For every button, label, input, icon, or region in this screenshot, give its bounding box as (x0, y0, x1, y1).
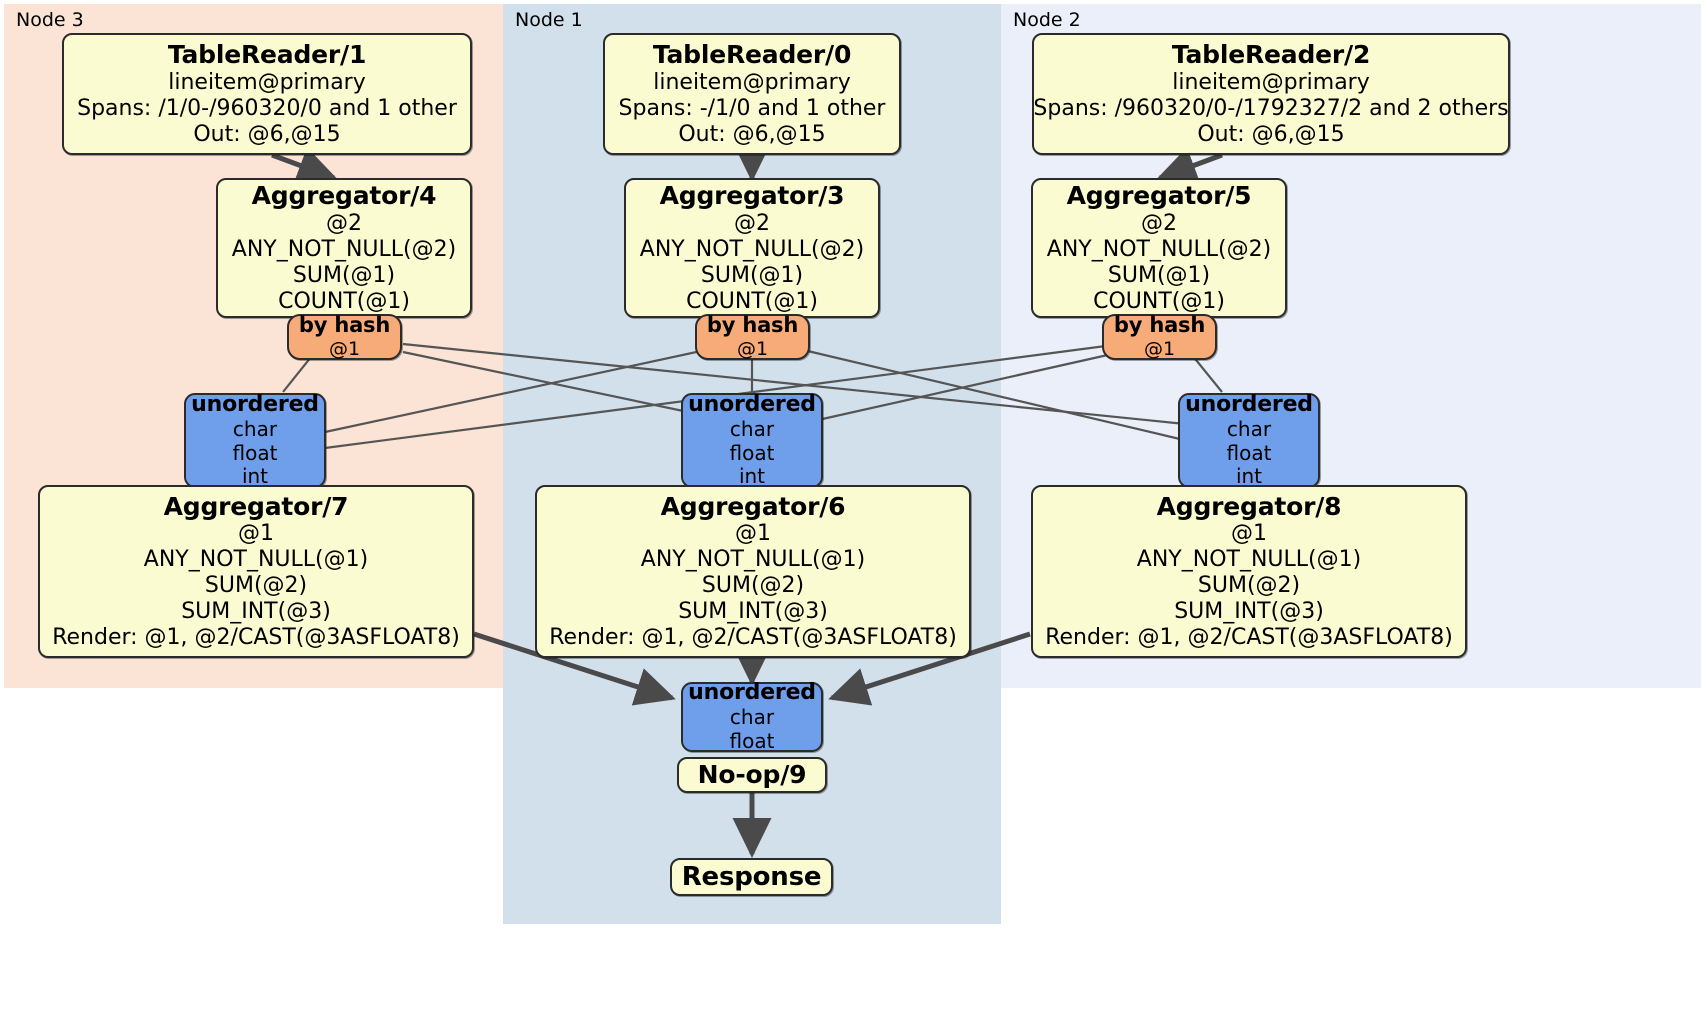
router-detail-line: @1 (736, 338, 769, 361)
node-panel-label: Node 3 (16, 9, 84, 31)
processor-detail-line: COUNT(@1) (686, 288, 818, 314)
processor-title: Response (681, 861, 822, 892)
processor-detail-line: ANY_NOT_NULL(@1) (143, 547, 369, 573)
processor-detail-line: @1 (1231, 521, 1267, 547)
processor-detail-line: SUM(@2) (701, 573, 805, 599)
processor-detail-line: Out: @6,@15 (193, 121, 341, 147)
router-detail-line: int (738, 464, 766, 489)
processor-detail-line: ANY_NOT_NULL(@2) (639, 236, 865, 262)
router-title: by hash (298, 313, 391, 338)
router-title: unordered (688, 680, 816, 706)
router-detail-line: @1 (328, 338, 361, 361)
processor-detail-line: @1 (238, 521, 274, 547)
processor-detail-line: SUM(@1) (292, 262, 396, 288)
processor-detail-line: @2 (1141, 210, 1177, 236)
router-title: by hash (1113, 313, 1206, 338)
router-detail-line: float (729, 728, 775, 753)
processor-aggregator-7[interactable]: Aggregator/7 @1 ANY_NOT_NULL(@1) SUM(@2)… (38, 485, 474, 658)
processor-detail-line: SUM(@1) (1107, 262, 1211, 288)
router-unordered-node3[interactable]: unordered char float int (184, 392, 326, 489)
processor-tablereader-0[interactable]: TableReader/0 lineitem@primary Spans: -/… (603, 33, 901, 155)
router-detail-line: float (232, 440, 278, 465)
router-detail-line: int (241, 464, 269, 489)
processor-detail-line: Out: @6,@15 (1197, 121, 1345, 147)
processor-title: Aggregator/3 (659, 181, 845, 211)
router-title: by hash (706, 313, 799, 338)
processor-detail-line: COUNT(@1) (278, 288, 410, 314)
router-detail-line: float (1226, 440, 1272, 465)
processor-detail-line: Out: @6,@15 (678, 121, 826, 147)
processor-aggregator-6[interactable]: Aggregator/6 @1 ANY_NOT_NULL(@1) SUM(@2)… (535, 485, 971, 658)
router-detail-line: float (729, 440, 775, 465)
processor-detail-line: Render: @1, @2/CAST(@3ASFLOAT8) (1045, 625, 1453, 651)
router-detail-line: @1 (1143, 338, 1176, 361)
processor-detail-line: SUM(@2) (204, 573, 308, 599)
router-title: unordered (1185, 392, 1313, 418)
processor-detail-line: ANY_NOT_NULL(@2) (1046, 236, 1272, 262)
router-title: unordered (688, 392, 816, 418)
processor-detail-line: ANY_NOT_NULL(@1) (1136, 547, 1362, 573)
router-detail-line: int (1235, 464, 1263, 489)
processor-detail-line: SUM(@1) (700, 262, 804, 288)
router-detail-line: char (232, 417, 278, 442)
processor-title: TableReader/0 (652, 40, 852, 70)
processor-title: TableReader/1 (167, 40, 367, 70)
router-by-hash-node2[interactable]: by hash @1 (1102, 313, 1217, 361)
processor-detail-line: @1 (735, 521, 771, 547)
router-detail-line: char (1226, 417, 1272, 442)
node-panel-label: Node 1 (515, 9, 583, 31)
processor-detail-line: lineitem@primary (653, 69, 851, 95)
processor-tablereader-1[interactable]: TableReader/1 lineitem@primary Spans: /1… (62, 33, 472, 155)
processor-detail-line: Spans: /960320/0-/1792327/2 and 2 others (1033, 95, 1509, 121)
processor-aggregator-8[interactable]: Aggregator/8 @1 ANY_NOT_NULL(@1) SUM(@2)… (1031, 485, 1467, 658)
router-detail-line: char (729, 417, 775, 442)
processor-title: No-op/9 (697, 760, 807, 790)
processor-detail-line: @2 (326, 210, 362, 236)
processor-response[interactable]: Response (670, 858, 833, 896)
processor-detail-line: @2 (734, 210, 770, 236)
processor-tablereader-2[interactable]: TableReader/2 lineitem@primary Spans: /9… (1032, 33, 1510, 155)
router-unordered-node1[interactable]: unordered char float int (681, 392, 823, 489)
router-detail-line: char (729, 705, 775, 730)
processor-detail-line: ANY_NOT_NULL(@1) (640, 547, 866, 573)
processor-title: Aggregator/8 (1156, 491, 1342, 521)
node-panel-label: Node 2 (1013, 9, 1081, 31)
processor-detail-line: ANY_NOT_NULL(@2) (231, 236, 457, 262)
router-unordered-final[interactable]: unordered char float (681, 680, 823, 753)
router-unordered-node2[interactable]: unordered char float int (1178, 392, 1320, 489)
router-by-hash-node3[interactable]: by hash @1 (287, 313, 402, 361)
processor-detail-line: SUM_INT(@3) (181, 599, 331, 625)
processor-detail-line: SUM_INT(@3) (678, 599, 828, 625)
processor-detail-line: Render: @1, @2/CAST(@3ASFLOAT8) (52, 625, 460, 651)
processor-title: Aggregator/6 (660, 491, 846, 521)
processor-aggregator-4[interactable]: Aggregator/4 @2 ANY_NOT_NULL(@2) SUM(@1)… (216, 178, 472, 318)
processor-detail-line: Spans: -/1/0 and 1 other (618, 95, 886, 121)
router-by-hash-node1[interactable]: by hash @1 (695, 313, 810, 361)
processor-title: Aggregator/4 (251, 181, 437, 211)
processor-aggregator-5[interactable]: Aggregator/5 @2 ANY_NOT_NULL(@2) SUM(@1)… (1031, 178, 1287, 318)
processor-title: Aggregator/5 (1066, 181, 1252, 211)
processor-title: TableReader/2 (1171, 40, 1371, 70)
router-title: unordered (191, 392, 319, 418)
processor-aggregator-3[interactable]: Aggregator/3 @2 ANY_NOT_NULL(@2) SUM(@1)… (624, 178, 880, 318)
processor-detail-line: Spans: /1/0-/960320/0 and 1 other (77, 95, 457, 121)
processor-detail-line: SUM_INT(@3) (1174, 599, 1324, 625)
processor-detail-line: Render: @1, @2/CAST(@3ASFLOAT8) (549, 625, 957, 651)
processor-detail-line: lineitem@primary (1172, 69, 1370, 95)
processor-noop-9[interactable]: No-op/9 (677, 757, 827, 793)
processor-title: Aggregator/7 (163, 491, 349, 521)
processor-detail-line: SUM(@2) (1197, 573, 1301, 599)
processor-detail-line: lineitem@primary (168, 69, 366, 95)
processor-detail-line: COUNT(@1) (1093, 288, 1225, 314)
